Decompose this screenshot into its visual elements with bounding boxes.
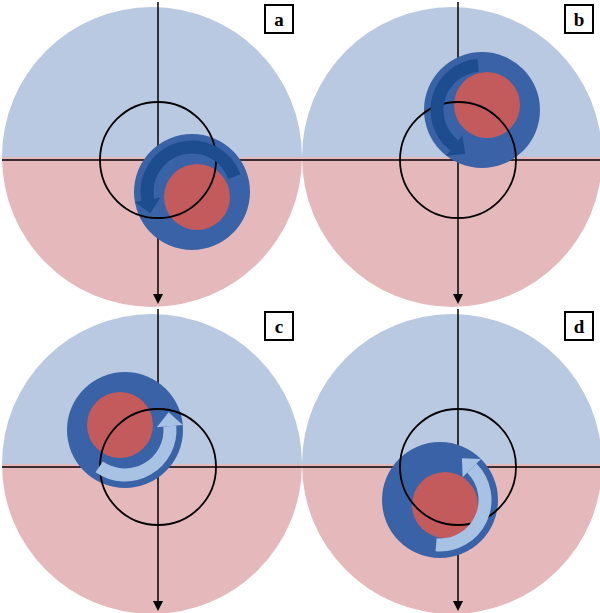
reference-circle (400, 409, 516, 525)
rotation-arrow-head (135, 198, 161, 214)
rotation-arrow-head (446, 135, 465, 155)
horizontal-axis (302, 159, 600, 161)
inner-core (454, 72, 520, 138)
outer-disk (424, 52, 540, 168)
rotation-arrow (436, 468, 485, 545)
outer-disk (382, 442, 498, 558)
panel-letter: d (574, 317, 585, 336)
inner-core (164, 164, 230, 230)
panel-label-box: a (264, 4, 294, 34)
panel-letter: a (274, 10, 284, 29)
lower-half (302, 464, 600, 613)
rotation-arrow-head (462, 458, 481, 477)
upper-half (302, 314, 600, 464)
lower-half (2, 464, 302, 613)
rotation-arrow-head (157, 412, 183, 427)
panel-label-box: d (564, 311, 594, 341)
upper-half (2, 7, 302, 157)
panel-letter: b (574, 10, 585, 29)
outer-disk (134, 134, 250, 250)
lower-half (302, 157, 600, 307)
rotation-arrow (147, 147, 234, 200)
panel-letter: c (275, 317, 283, 336)
upper-half (302, 7, 600, 157)
panel-label-box: c (264, 311, 294, 341)
reference-circle (400, 102, 516, 218)
rotation-arrow (437, 65, 478, 145)
outer-disk (67, 372, 183, 488)
panel-label-box: b (564, 4, 594, 34)
inner-core (87, 392, 153, 458)
reference-circle (100, 409, 216, 525)
rotation-arrow (99, 426, 170, 475)
